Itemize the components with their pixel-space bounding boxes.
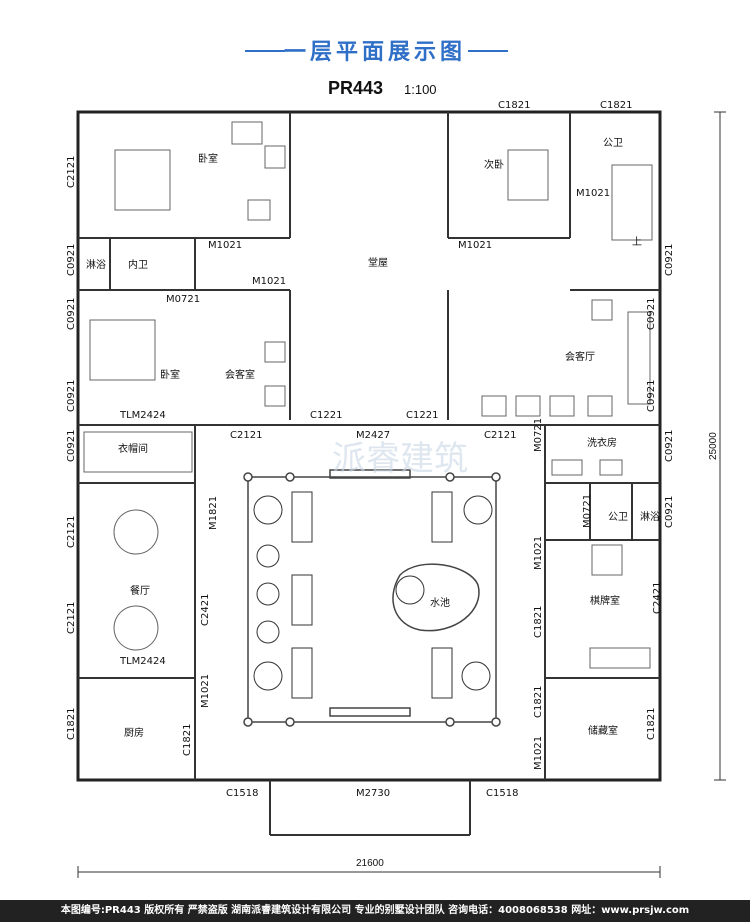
label-c2421-mid: C2421 xyxy=(200,594,211,626)
label-c0921-r2: C0921 xyxy=(646,298,657,330)
label-m1021-kitchen: M1021 xyxy=(200,674,211,708)
room-kitchen: 厨房 xyxy=(124,726,144,739)
label-m2427: M2427 xyxy=(356,430,390,441)
interior-walls xyxy=(78,112,660,836)
room-shower-left: 淋浴 xyxy=(86,258,106,271)
label-tlm2424-b: TLM2424 xyxy=(119,656,166,667)
dimension-height: 25000 xyxy=(708,432,719,460)
label-c1821-b: C1821 xyxy=(600,100,632,111)
room-shower-right: 淋浴 xyxy=(640,510,660,523)
footer-bar: 本图编号:PR443 版权所有 严禁盗版 湖南派睿建筑设计有限公司 专业的别墅设… xyxy=(0,900,750,922)
page-title: 一层平面展示图 xyxy=(283,40,466,65)
label-c1821-kitchen: C1821 xyxy=(182,724,193,756)
label-c2421-right: C2421 xyxy=(652,582,663,614)
label-c0921-l2: C0921 xyxy=(66,298,77,330)
label-m1021-second: M1021 xyxy=(458,240,492,251)
label-tlm2424-a: TLM2424 xyxy=(119,410,166,421)
label-c0921-r5: C0921 xyxy=(664,496,675,528)
label-m2730: M2730 xyxy=(356,788,390,799)
room-second-bedroom: 次卧 xyxy=(484,158,504,171)
label-m1021-storage: M1021 xyxy=(533,736,544,770)
label-c1221-b: C1221 xyxy=(406,410,438,421)
dimension-lines xyxy=(77,111,726,878)
label-c0921-l4: C0921 xyxy=(66,430,77,462)
plant-icons xyxy=(253,491,493,699)
title-rule-right xyxy=(468,50,508,52)
label-c0921-l3: C0921 xyxy=(66,380,77,412)
label-c2121-left-mid: C2121 xyxy=(66,516,77,548)
label-m1021-chess: M1021 xyxy=(533,536,544,570)
label-c0921-l1: C0921 xyxy=(66,244,77,276)
room-bathroom-top: 公卫 xyxy=(603,138,623,149)
floor-plan: 派睿建筑 卧室 次卧 公卫 堂屋 淋浴 内卫 卧室 会客室 会客厅 衣帽间 洗衣… xyxy=(66,100,726,878)
label-c1518-a: C1518 xyxy=(226,788,258,799)
label-c2121-left-top: C2121 xyxy=(66,156,77,188)
label-c1821-a: C1821 xyxy=(498,100,530,111)
plan-code: PR443 xyxy=(328,78,384,98)
room-dining: 餐厅 xyxy=(130,584,150,597)
room-chess: 棋牌室 xyxy=(590,594,620,607)
room-main-hall: 堂屋 xyxy=(368,257,388,269)
room-laundry: 洗衣房 xyxy=(587,436,617,449)
label-c1821-storage-l: C1821 xyxy=(533,686,544,718)
room-wardrobe: 衣帽间 xyxy=(118,442,148,455)
label-m1021-guest: M1021 xyxy=(252,276,286,287)
room-bedroom-left: 卧室 xyxy=(160,368,180,381)
room-guest-hall: 会客厅 xyxy=(565,350,595,363)
label-c2121-left-low: C2121 xyxy=(66,602,77,634)
watermark-text: 派睿建筑 xyxy=(332,439,468,479)
furniture xyxy=(83,121,653,669)
stair-up-label: 上 xyxy=(632,236,642,248)
room-pond: 水池 xyxy=(430,596,450,609)
room-bathroom-right: 公卫 xyxy=(608,512,628,523)
label-c1221-a: C1221 xyxy=(310,410,342,421)
plan-scale: 1:100 xyxy=(404,82,437,97)
label-m0721-laundry: M0721 xyxy=(533,418,544,452)
label-m1021-bedroom: M1021 xyxy=(208,240,242,251)
label-m0721-inner: M0721 xyxy=(166,294,200,305)
label-m1021-bath: M1021 xyxy=(576,188,610,199)
dimension-width: 21600 xyxy=(356,858,384,869)
label-c1518-b: C1518 xyxy=(486,788,518,799)
outer-walls xyxy=(76,110,662,782)
room-bedroom-top: 卧室 xyxy=(198,152,218,165)
label-c1821-chess: C1821 xyxy=(533,606,544,638)
room-storage: 储藏室 xyxy=(588,724,618,737)
label-c1821-left: C1821 xyxy=(66,708,77,740)
room-inner-bath: 内卫 xyxy=(128,258,148,271)
label-c0921-r1: C0921 xyxy=(664,244,675,276)
label-c2121-mid-l: C2121 xyxy=(230,430,262,441)
label-c0921-r4: C0921 xyxy=(664,430,675,462)
label-m0721-bath: M0721 xyxy=(582,494,593,528)
label-c1821-right: C1821 xyxy=(646,708,657,740)
room-guest-left: 会客室 xyxy=(225,368,255,381)
label-c2121-mid-r: C2121 xyxy=(484,430,516,441)
courtyard xyxy=(243,469,501,727)
label-m1821: M1821 xyxy=(208,496,219,530)
title-rule-left xyxy=(245,50,285,52)
label-c0921-r3: C0921 xyxy=(646,380,657,412)
